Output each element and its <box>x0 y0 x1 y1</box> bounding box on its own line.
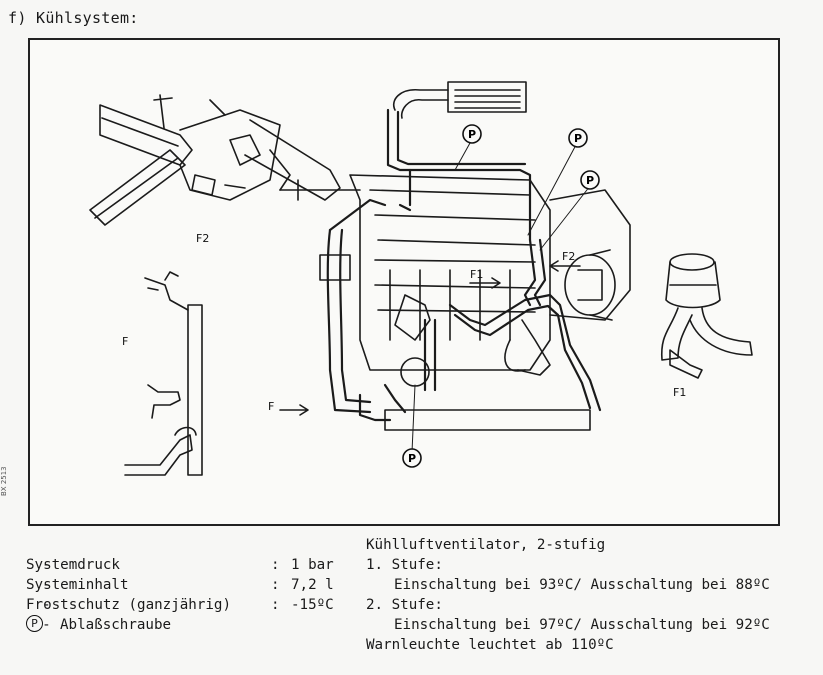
drain-screw-marker-4: P <box>402 448 422 468</box>
drain-marker-label: P <box>574 132 582 145</box>
flow-arrows <box>279 260 581 416</box>
spec-value: 7,2 l <box>291 577 334 593</box>
radiator-illustration <box>393 81 527 119</box>
side-code: BX 2513 <box>0 466 8 496</box>
spec-system-pressure: -Systemdruck:1 bar <box>8 535 334 573</box>
fan-info: Kühlluftventilator, 2-stufig 1. Stufe: E… <box>366 535 770 675</box>
section-heading: f) Kühlsystem: <box>8 9 139 27</box>
f2-detail-illustration <box>89 94 361 226</box>
fan-warning: Warnleuchte leuchtet ab 110ºC <box>366 637 614 653</box>
spec-colon: : <box>271 557 280 573</box>
spec-label: Systeminhalt <box>26 577 129 593</box>
drain-screw-marker-3: P <box>580 170 600 190</box>
spec-colon: : <box>271 577 280 593</box>
spec-dash: - <box>42 577 51 593</box>
spec-dash: - <box>42 597 51 613</box>
fan-shroud-illustration <box>549 189 631 321</box>
drain-screw-marker-2: P <box>568 128 588 148</box>
label-f1-engine: F1 <box>470 268 484 281</box>
spec-dash: - <box>42 557 51 573</box>
spec-system-content: -Systeminhalt:7,2 l <box>8 555 334 593</box>
fan-stage1-heading: 1. Stufe: <box>366 557 443 573</box>
label-f-detail: F <box>122 335 129 348</box>
fan-stage1-text: Einschaltung bei 93ºC/ Ausschaltung bei … <box>394 577 770 593</box>
spec-colon: : <box>271 597 280 613</box>
expansion-tank-illustration <box>660 253 753 379</box>
label-f1-tank: F1 <box>673 386 687 399</box>
drain-screw-marker-1: P <box>462 124 482 144</box>
fan-stage2-heading: 2. Stufe: <box>366 597 443 613</box>
spec-label: Ablaßschraube <box>60 617 172 633</box>
label-f2-detail: F2 <box>196 232 210 245</box>
spec-label: Systemdruck <box>26 557 120 573</box>
engine-block-illustration <box>319 174 591 431</box>
spec-label: Frostschutz (ganzjährig) <box>26 597 231 613</box>
drain-screw-symbol: P <box>26 615 43 632</box>
drain-marker-label: P <box>408 452 416 465</box>
fan-title: Kühlluftventilator, 2-stufig <box>366 537 606 553</box>
f-detail-illustration <box>124 271 203 476</box>
cooling-system-diagram: P P P P F2 F F1 F2 F F1 <box>28 38 780 526</box>
label-f-arrow: F <box>268 400 275 413</box>
drain-marker-label: P <box>468 128 476 141</box>
drain-leader-lines <box>411 142 591 453</box>
spec-value: 1 bar <box>291 557 334 573</box>
label-f2-engine: F2 <box>562 250 576 263</box>
drain-marker-label: P <box>586 174 594 187</box>
spec-value: -15ºC <box>291 597 334 613</box>
spec-frost-protection: -Frostschutz (ganzjährig):-15ºC <box>8 575 334 613</box>
diagram-drawing: P P P P <box>89 81 753 476</box>
system-specs: -Systemdruck:1 bar -Systeminhalt:7,2 l -… <box>8 535 334 635</box>
spec-dash: - <box>42 617 51 633</box>
fan-stage2-text: Einschaltung bei 97ºC/ Ausschaltung bei … <box>394 617 770 633</box>
coolant-hoses <box>326 108 602 422</box>
